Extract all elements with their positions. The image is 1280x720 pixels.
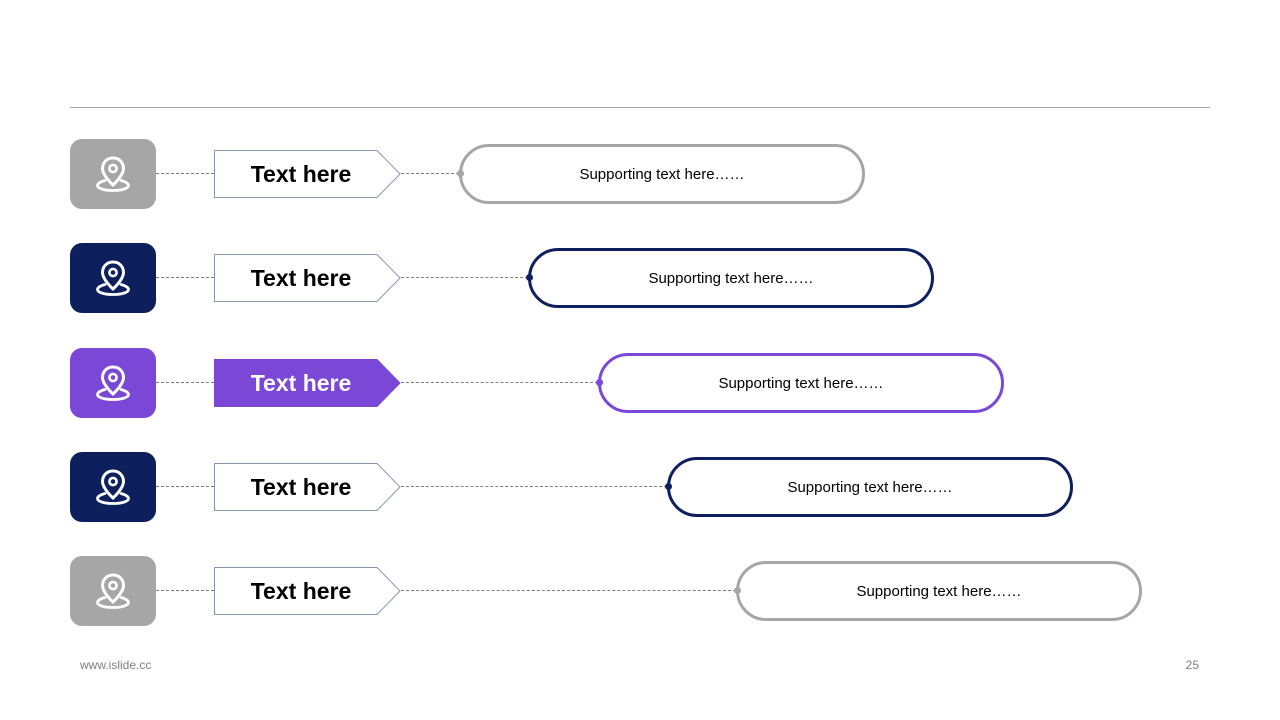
connector-dot bbox=[526, 274, 533, 281]
step-row: Text here Supporting text here…… bbox=[0, 139, 1280, 209]
connector-dot bbox=[734, 587, 741, 594]
location-tile[interactable] bbox=[70, 243, 156, 313]
tag-label: Text here bbox=[250, 578, 352, 604]
location-pin-icon bbox=[93, 363, 133, 403]
location-tile[interactable] bbox=[70, 556, 156, 626]
supporting-text-pill[interactable]: Supporting text here…… bbox=[598, 353, 1004, 413]
page-number: 25 bbox=[1185, 658, 1199, 672]
connector-line-right bbox=[401, 277, 528, 278]
connector-line-right bbox=[401, 590, 736, 591]
connector-dot bbox=[665, 483, 672, 490]
connector-line-left bbox=[156, 590, 214, 591]
connector-line-left bbox=[156, 277, 214, 278]
step-tag[interactable]: Text here bbox=[214, 359, 402, 407]
step-tag[interactable]: Text here bbox=[214, 463, 402, 511]
top-divider-line bbox=[70, 107, 1210, 108]
supporting-text-pill[interactable]: Supporting text here…… bbox=[736, 561, 1142, 621]
tag-label: Text here bbox=[250, 265, 352, 291]
supporting-text: Supporting text here…… bbox=[787, 478, 953, 496]
supporting-text-pill[interactable]: Supporting text here…… bbox=[528, 248, 934, 308]
step-tag[interactable]: Text here bbox=[214, 567, 402, 615]
location-tile[interactable] bbox=[70, 348, 156, 418]
supporting-text: Supporting text here…… bbox=[718, 374, 884, 392]
location-pin-icon bbox=[93, 467, 133, 507]
step-row: Text here Supporting text here…… bbox=[0, 243, 1280, 313]
supporting-text: Supporting text here…… bbox=[856, 582, 1022, 600]
connector-dot bbox=[457, 170, 464, 177]
supporting-text-pill[interactable]: Supporting text here…… bbox=[667, 457, 1073, 517]
step-row: Text here Supporting text here…… bbox=[0, 556, 1280, 626]
location-pin-icon bbox=[93, 154, 133, 194]
tag-label: Text here bbox=[250, 161, 352, 187]
step-tag[interactable]: Text here bbox=[214, 254, 402, 302]
tag-label: Text here bbox=[250, 370, 352, 396]
step-row: Text here Supporting text here…… bbox=[0, 452, 1280, 522]
step-tag[interactable]: Text here bbox=[214, 150, 402, 198]
supporting-text-pill[interactable]: Supporting text here…… bbox=[459, 144, 865, 204]
connector-line-left bbox=[156, 486, 214, 487]
connector-line-right bbox=[401, 173, 459, 174]
tag-label: Text here bbox=[250, 474, 352, 500]
supporting-text: Supporting text here…… bbox=[648, 269, 814, 287]
location-tile[interactable] bbox=[70, 139, 156, 209]
supporting-text: Supporting text here…… bbox=[579, 165, 745, 183]
location-pin-icon bbox=[93, 571, 133, 611]
location-tile[interactable] bbox=[70, 452, 156, 522]
connector-line-left bbox=[156, 382, 214, 383]
connector-dot bbox=[596, 379, 603, 386]
connector-line-left bbox=[156, 173, 214, 174]
location-pin-icon bbox=[93, 258, 133, 298]
connector-line-right bbox=[401, 382, 598, 383]
step-row: Text here Supporting text here…… bbox=[0, 348, 1280, 418]
connector-line-right bbox=[401, 486, 667, 487]
footer-url[interactable]: www.islide.cc bbox=[80, 658, 152, 672]
